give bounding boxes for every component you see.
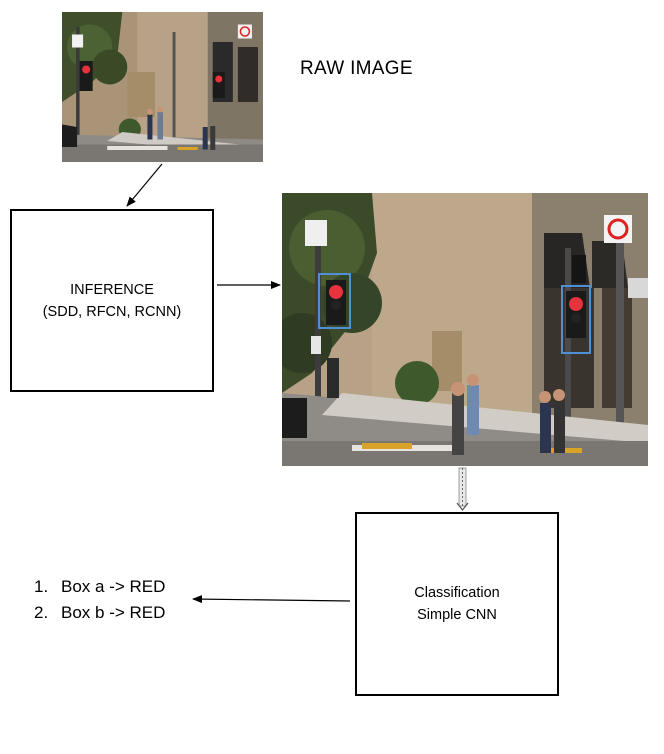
classification-title: Classification xyxy=(414,585,500,601)
result-text: Box b -> RED xyxy=(61,603,166,622)
results-list: 1. Box a -> RED 2. Box b -> RED xyxy=(34,574,165,626)
inference-title: INFERENCE xyxy=(70,281,154,298)
classification-box: Classification Simple CNN xyxy=(355,512,559,696)
arrow-raw-to-inference xyxy=(126,163,163,207)
arrow-detection-to-classification xyxy=(456,467,469,511)
raw-image-title: RAW IMAGE xyxy=(300,58,413,79)
bounding-box-b xyxy=(561,285,591,354)
result-item: 2. Box b -> RED xyxy=(34,600,165,626)
classification-model: Simple CNN xyxy=(417,607,497,623)
inference-models: (SDD, RFCN, RCNN) xyxy=(42,303,182,320)
result-number: 2. xyxy=(34,603,49,622)
raw-image-photo xyxy=(62,12,263,162)
result-item: 1. Box a -> RED xyxy=(34,574,165,600)
result-number: 1. xyxy=(34,577,49,596)
detection-image-photo xyxy=(282,193,648,466)
inference-box: INFERENCE (SDD, RFCN, RCNN) xyxy=(10,209,214,392)
bounding-box-a xyxy=(318,273,351,329)
arrow-classification-to-results xyxy=(192,595,351,604)
result-text: Box a -> RED xyxy=(61,577,166,596)
